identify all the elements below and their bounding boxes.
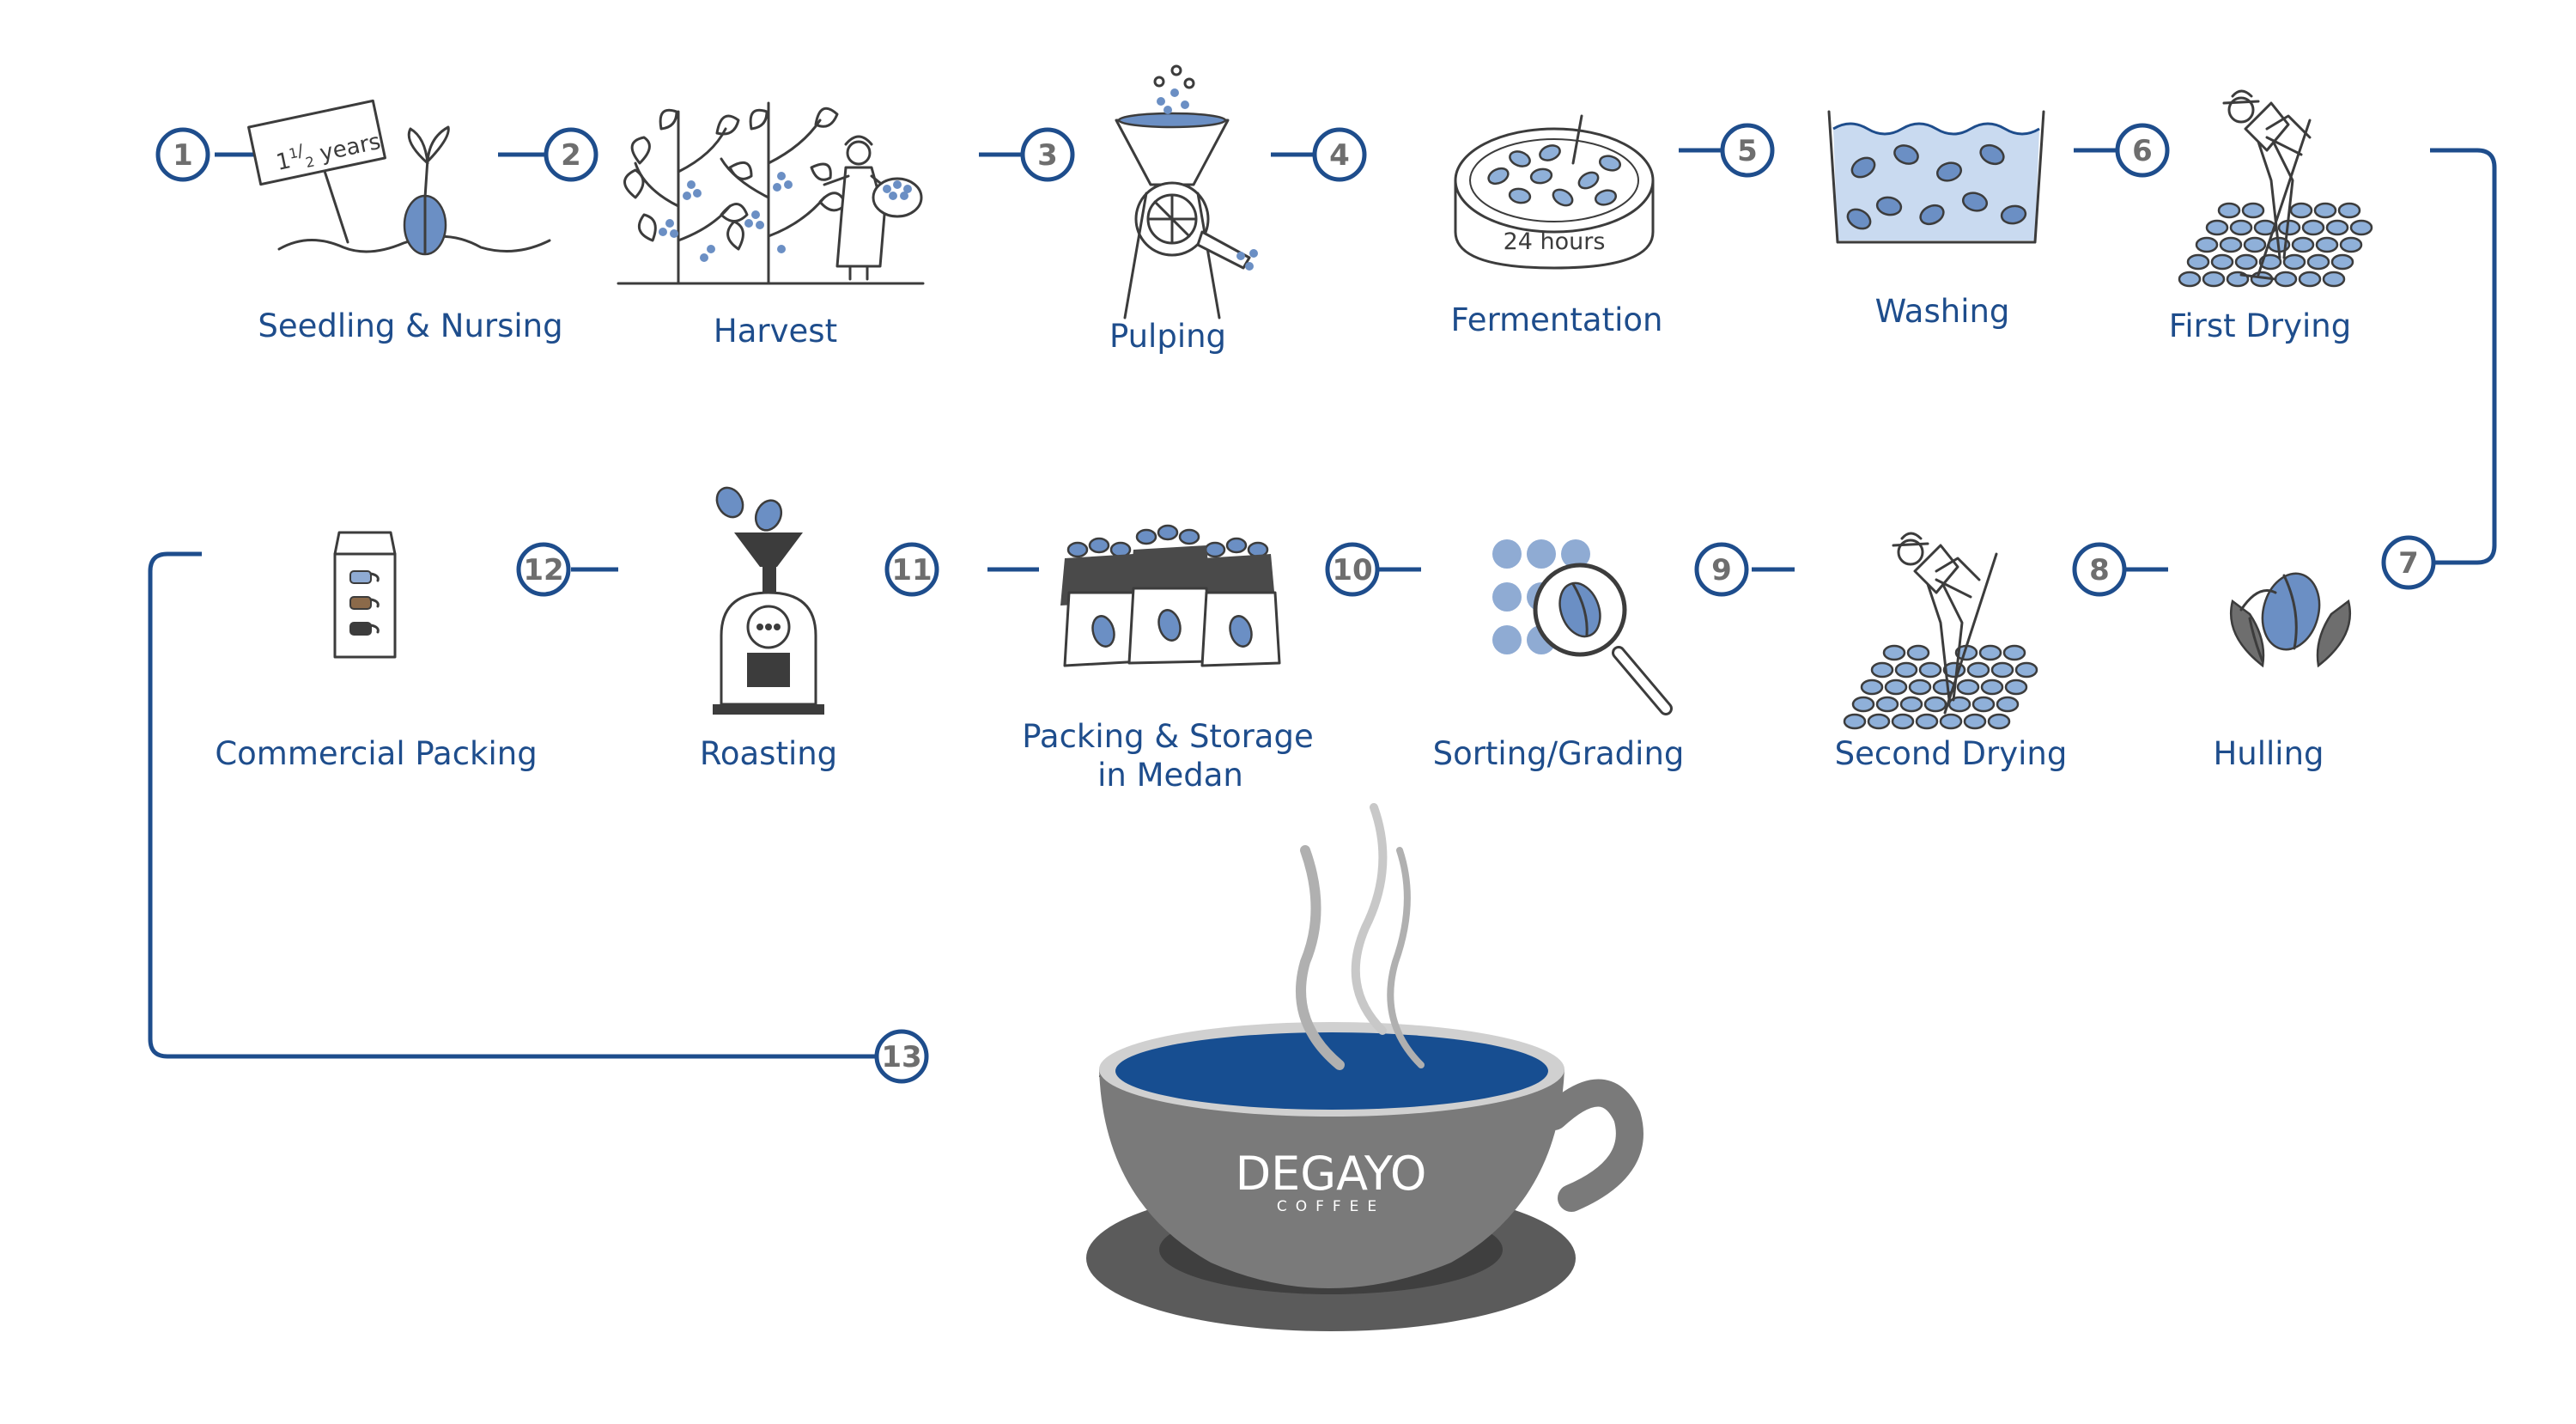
pulping-icon <box>1115 64 1258 319</box>
washing-icon <box>1827 110 2045 244</box>
brand-sub: COFFEE <box>1277 1198 1385 1215</box>
step-marker-11: 11 <box>884 542 939 597</box>
step-marker-3: 3 <box>1020 127 1075 182</box>
step-marker-5: 5 <box>1720 123 1775 178</box>
svg-text:7: 7 <box>2398 546 2419 581</box>
svg-text:13: 13 <box>881 1040 921 1074</box>
step-marker-4: 4 <box>1312 127 1367 182</box>
coffee-cup-illustration: DEGAYO COFFEE <box>1086 1022 1643 1331</box>
label-first-drying: First Drying <box>2169 307 2351 344</box>
label-commercial-packing: Commercial Packing <box>215 735 537 772</box>
fermentation-time-text: 24 hours <box>1504 228 1606 255</box>
steam-icon <box>1296 803 1425 1070</box>
roasting-icon <box>713 486 824 715</box>
label-second-drying: Second Drying <box>1835 735 2068 772</box>
label-hulling: Hulling <box>2213 735 2324 772</box>
commercial-packing-icon <box>333 531 397 659</box>
svg-text:8: 8 <box>2089 553 2110 587</box>
step-marker-2: 2 <box>544 127 598 182</box>
step-marker-10: 10 <box>1325 542 1380 597</box>
label-washing: Washing <box>1875 293 2010 330</box>
svg-text:5: 5 <box>1737 134 1758 168</box>
flow-connectors <box>148 148 2497 1059</box>
step-marker-6: 6 <box>2115 123 2170 178</box>
label-harvest: Harvest <box>714 313 837 350</box>
svg-text:12: 12 <box>523 553 563 587</box>
step-labels: Seedling & Nursing Harvest Pulping Ferme… <box>215 293 2351 794</box>
step-marker-7: 7 <box>2381 535 2436 590</box>
packing-storage-icon <box>1060 524 1281 667</box>
svg-text:11: 11 <box>891 553 932 587</box>
label-pulping: Pulping <box>1109 318 1226 355</box>
step-marker-12: 12 <box>516 542 571 597</box>
second-drying-icon <box>1843 532 2038 730</box>
label-packing-storage: Packing & Storage <box>1022 718 1313 755</box>
svg-text:1: 1 <box>173 138 193 173</box>
hulling-icon <box>2229 572 2352 668</box>
svg-text:10: 10 <box>1332 553 1372 587</box>
label-sorting: Sorting/Grading <box>1433 735 1685 772</box>
harvest-icon <box>617 101 925 285</box>
label-roasting: Roasting <box>700 735 837 772</box>
seedling-icon: 11/2 years <box>247 99 551 256</box>
sorting-icon <box>1492 539 1673 715</box>
brand-name: DEGAYO <box>1236 1147 1427 1201</box>
svg-text:2: 2 <box>561 138 581 173</box>
svg-text:6: 6 <box>2132 134 2153 168</box>
first-drying-icon <box>2178 89 2373 288</box>
label-fermentation: Fermentation <box>1451 301 1663 338</box>
label-seedling: Seedling & Nursing <box>258 307 562 344</box>
step-markers: 1 2 3 4 5 6 7 8 9 10 11 12 13 <box>155 123 2436 1084</box>
step-marker-9: 9 <box>1694 542 1749 597</box>
step-marker-13: 13 <box>874 1029 929 1084</box>
step-marker-1: 1 <box>155 127 210 182</box>
svg-text:4: 4 <box>1329 138 1350 173</box>
label-packing-storage-line2: in Medan <box>1097 757 1243 794</box>
step-marker-8: 8 <box>2072 542 2127 597</box>
fermentation-icon: 24 hours <box>1454 114 1655 270</box>
svg-text:9: 9 <box>1711 553 1732 587</box>
svg-text:3: 3 <box>1037 138 1058 173</box>
